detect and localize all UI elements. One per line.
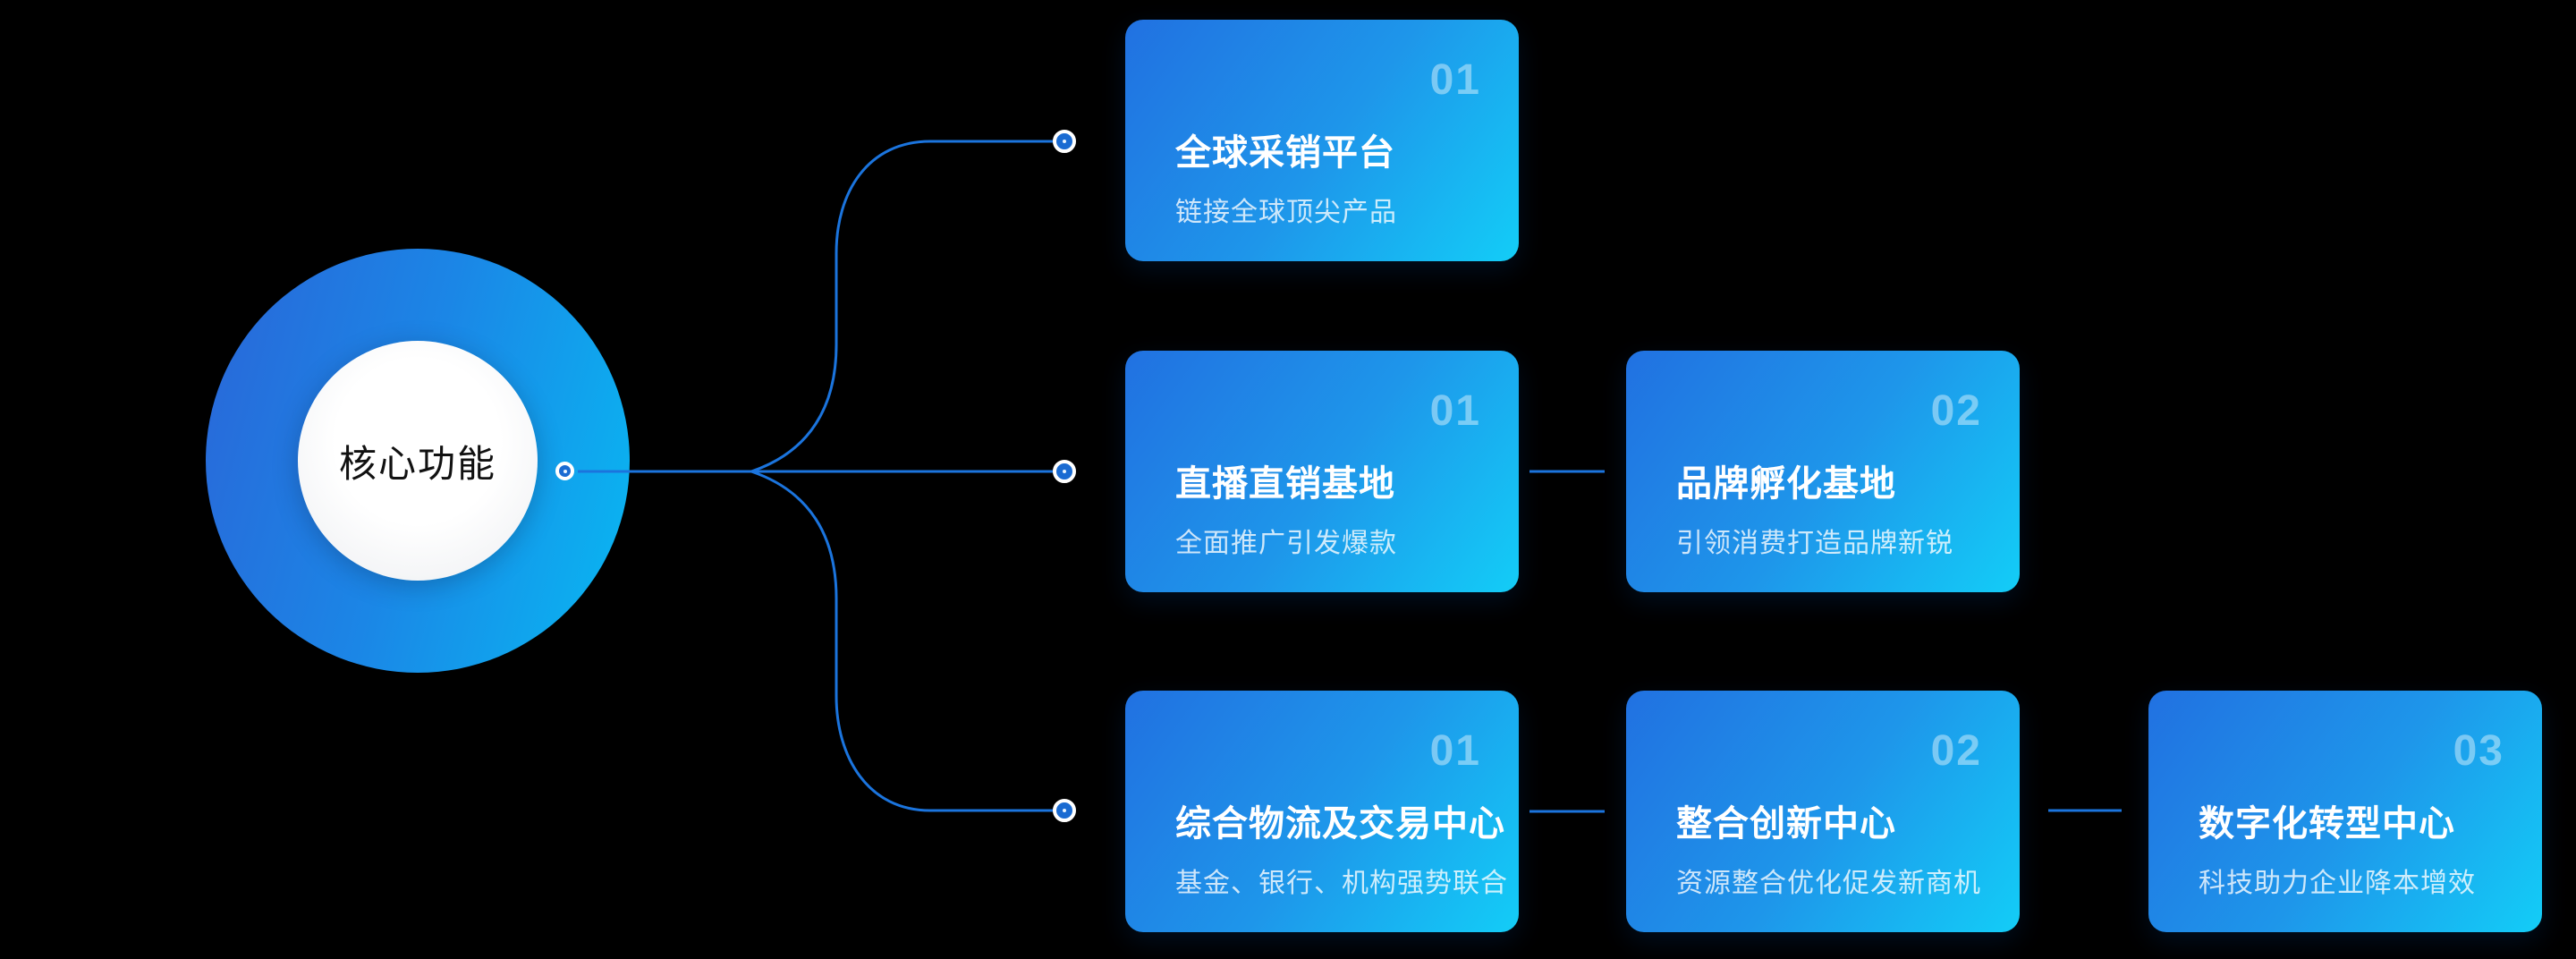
connector-bottom-branch (750, 470, 1055, 812)
card-subtitle: 引领消费打造品牌新锐 (1676, 529, 1953, 558)
core-label: 核心功能 (338, 442, 496, 485)
card-number: 01 (1429, 56, 1481, 104)
card-subtitle: 基金、银行、机构强势联合 (1175, 869, 1508, 898)
card-number: 01 (1429, 387, 1481, 435)
card-subtitle: 科技助力企业降本增效 (2199, 869, 2476, 898)
card-logistics-trade-center: 01 综合物流及交易中心 基金、银行、机构强势联合 (1125, 691, 1519, 932)
connector-node-row1 (1053, 130, 1076, 153)
card-number: 01 (1429, 727, 1481, 775)
card-subtitle: 链接全球顶尖产品 (1175, 198, 1397, 227)
card-title: 整合创新中心 (1676, 804, 1896, 844)
card-number: 02 (1930, 387, 1982, 435)
card-subtitle: 资源整合优化促发新商机 (1676, 869, 1981, 898)
card-number: 03 (2453, 727, 2504, 775)
card-title: 数字化转型中心 (2199, 804, 2455, 844)
card-integrated-innovation-center: 02 整合创新中心 资源整合优化促发新商机 (1626, 691, 2020, 932)
card-title: 直播直销基地 (1175, 464, 1395, 504)
connector-node-dot (563, 469, 567, 473)
connector-node-dot (1063, 140, 1066, 143)
card-global-procurement: 01 全球采销平台 链接全球顶尖产品 (1125, 20, 1519, 261)
connector-top-branch (750, 140, 1055, 473)
card-title: 综合物流及交易中心 (1175, 804, 1505, 844)
card-live-streaming-base: 01 直播直销基地 全面推广引发爆款 (1125, 351, 1519, 592)
core-circle: 核心功能 (298, 341, 538, 581)
card-brand-incubation-base: 02 品牌孵化基地 引领消费打造品牌新锐 (1626, 351, 2020, 592)
connector-node-dot (1063, 470, 1066, 473)
card-number: 02 (1930, 727, 1982, 775)
card-subtitle: 全面推广引发爆款 (1175, 529, 1397, 558)
connector-node-center (555, 462, 574, 480)
connector-node-row2 (1053, 460, 1076, 483)
card-title: 全球采销平台 (1175, 133, 1395, 173)
connector-node-dot (1063, 809, 1066, 812)
connector-node-row3 (1053, 799, 1076, 822)
card-digital-transformation-center: 03 数字化转型中心 科技助力企业降本增效 (2148, 691, 2542, 932)
card-title: 品牌孵化基地 (1676, 464, 1896, 504)
